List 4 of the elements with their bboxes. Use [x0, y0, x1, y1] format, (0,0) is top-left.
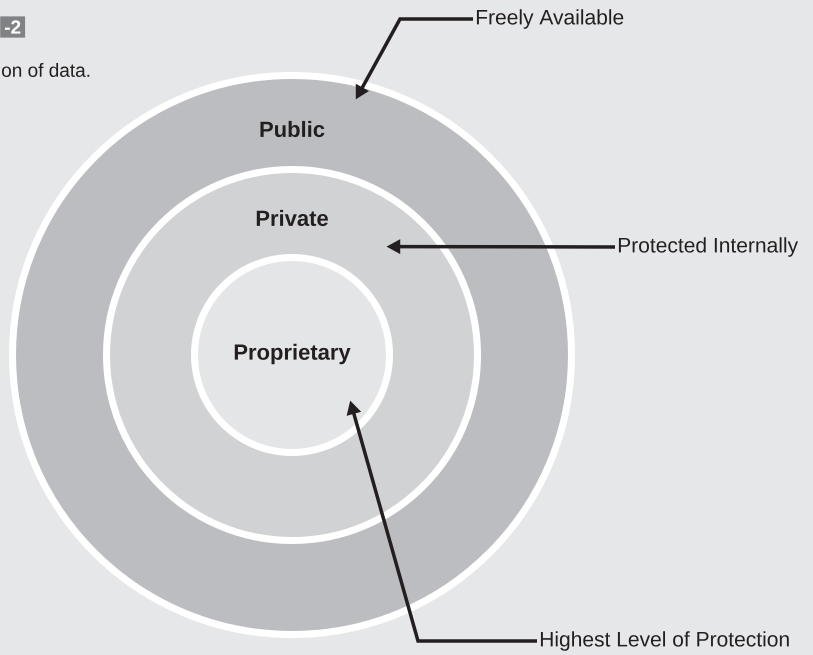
ring: Proprietary [191, 254, 393, 456]
callout-text: Freely Available [476, 9, 624, 29]
callout-text: Protected Internally [618, 237, 798, 257]
figure-number-tag: -2 [0, 16, 26, 38]
